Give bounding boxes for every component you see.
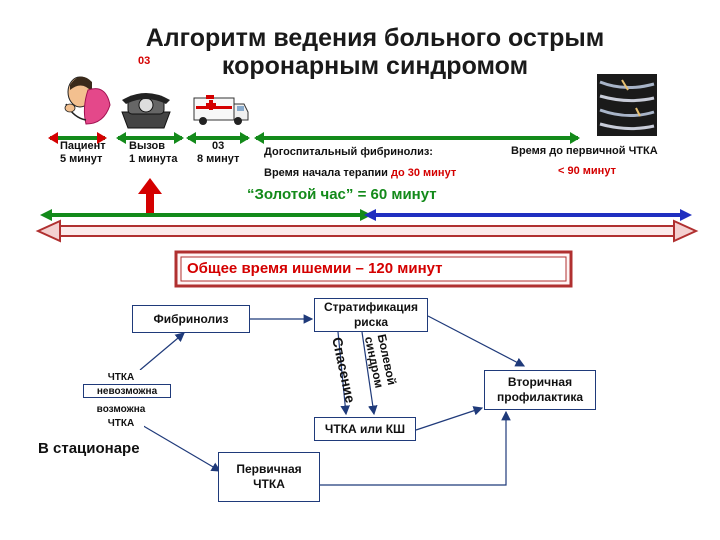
ambulance-label: 03 8 минут: [197, 140, 239, 166]
timeline-segments: [48, 132, 580, 144]
primary-line1: Первичная: [236, 462, 302, 476]
secondary-prevention-box: Вторичная профилактика: [484, 370, 596, 410]
therapy-start-value: до 30 минут: [390, 167, 457, 179]
total-ischemia-arrow: [35, 219, 699, 243]
flowchart-connectors: [139, 314, 526, 486]
call-time: 1 минута: [129, 153, 178, 165]
call-label: Вызов 1 минута: [129, 140, 177, 166]
pci-possible-bottom: ЧТКА: [107, 417, 135, 429]
page-title-line2: коронарным синдромом: [221, 52, 529, 80]
page-title-line1: Алгоритм ведения больного острым: [145, 24, 605, 52]
patient-time: 5 минут: [60, 153, 103, 165]
ambulance-time: 8 минут: [197, 153, 240, 165]
therapy-start-prefix: Время начала терапии: [264, 167, 388, 179]
secondary-line1: Вторичная: [507, 375, 573, 389]
pci-impossible-top: ЧТКА: [107, 371, 135, 383]
pci-time-value: < 90 минут: [558, 165, 616, 177]
primary-pci-box: Первичная ЧТКА: [218, 452, 320, 502]
primary-line2: ЧТКА: [253, 477, 285, 491]
catheter-images: [597, 74, 657, 136]
fibrinolysis-text: Фибринолиз: [153, 311, 229, 326]
red-up-arrow: [138, 178, 162, 214]
secondary-line2: профилактика: [496, 390, 584, 404]
total-ischemia-inner: [180, 256, 567, 282]
pci-impossible-bottom: невозможна: [96, 385, 158, 397]
pci-time-label: Время до первичной ЧТКА: [511, 145, 658, 157]
pci-possible-text-box: возможна: [90, 402, 152, 416]
prehospital-fibrinolysis-label: Догоспитальный фибринолиз:: [264, 146, 433, 158]
in-hospital-label: В стационаре: [38, 440, 140, 457]
pci-impossible-box: ЧТКА: [98, 370, 144, 384]
risk-stratification-box: Стратификация риска: [314, 298, 428, 332]
patient-title: Пациент: [60, 140, 106, 152]
patient-label: Пациент 5 минут: [60, 140, 106, 166]
call-title: Вызов: [129, 140, 166, 152]
golden-hour-label: “Золотой час” = 60 минут: [247, 186, 437, 203]
risk-line1: Стратификация: [323, 300, 419, 314]
pci-possible-top: возможна: [96, 403, 146, 415]
golden-hour-arrow: [40, 209, 692, 221]
therapy-start-label: Время начала терапии до 30 минут: [264, 167, 456, 180]
pci-possible-bottom-box: ЧТКА: [98, 416, 144, 430]
ambulance-code-label: 03: [138, 55, 151, 67]
fibrinolysis-box: Фибринолиз: [132, 305, 250, 333]
risk-line2: риска: [353, 315, 389, 329]
ambulance-title: 03: [212, 140, 225, 152]
total-ischemia-label: Общее время ишемии – 120 минут: [187, 260, 443, 277]
page-title: Алгоритм ведения больного острым коронар…: [80, 24, 670, 80]
pci-or-cabg-box: ЧТКА или КШ: [314, 417, 416, 441]
patient-icon: [64, 76, 111, 125]
pci-or-cabg-text: ЧТКА или КШ: [324, 421, 406, 436]
pci-impossible-text-box: невозможна: [83, 384, 171, 398]
phone-icon: [121, 93, 171, 129]
ambulance-icon: [193, 95, 249, 125]
